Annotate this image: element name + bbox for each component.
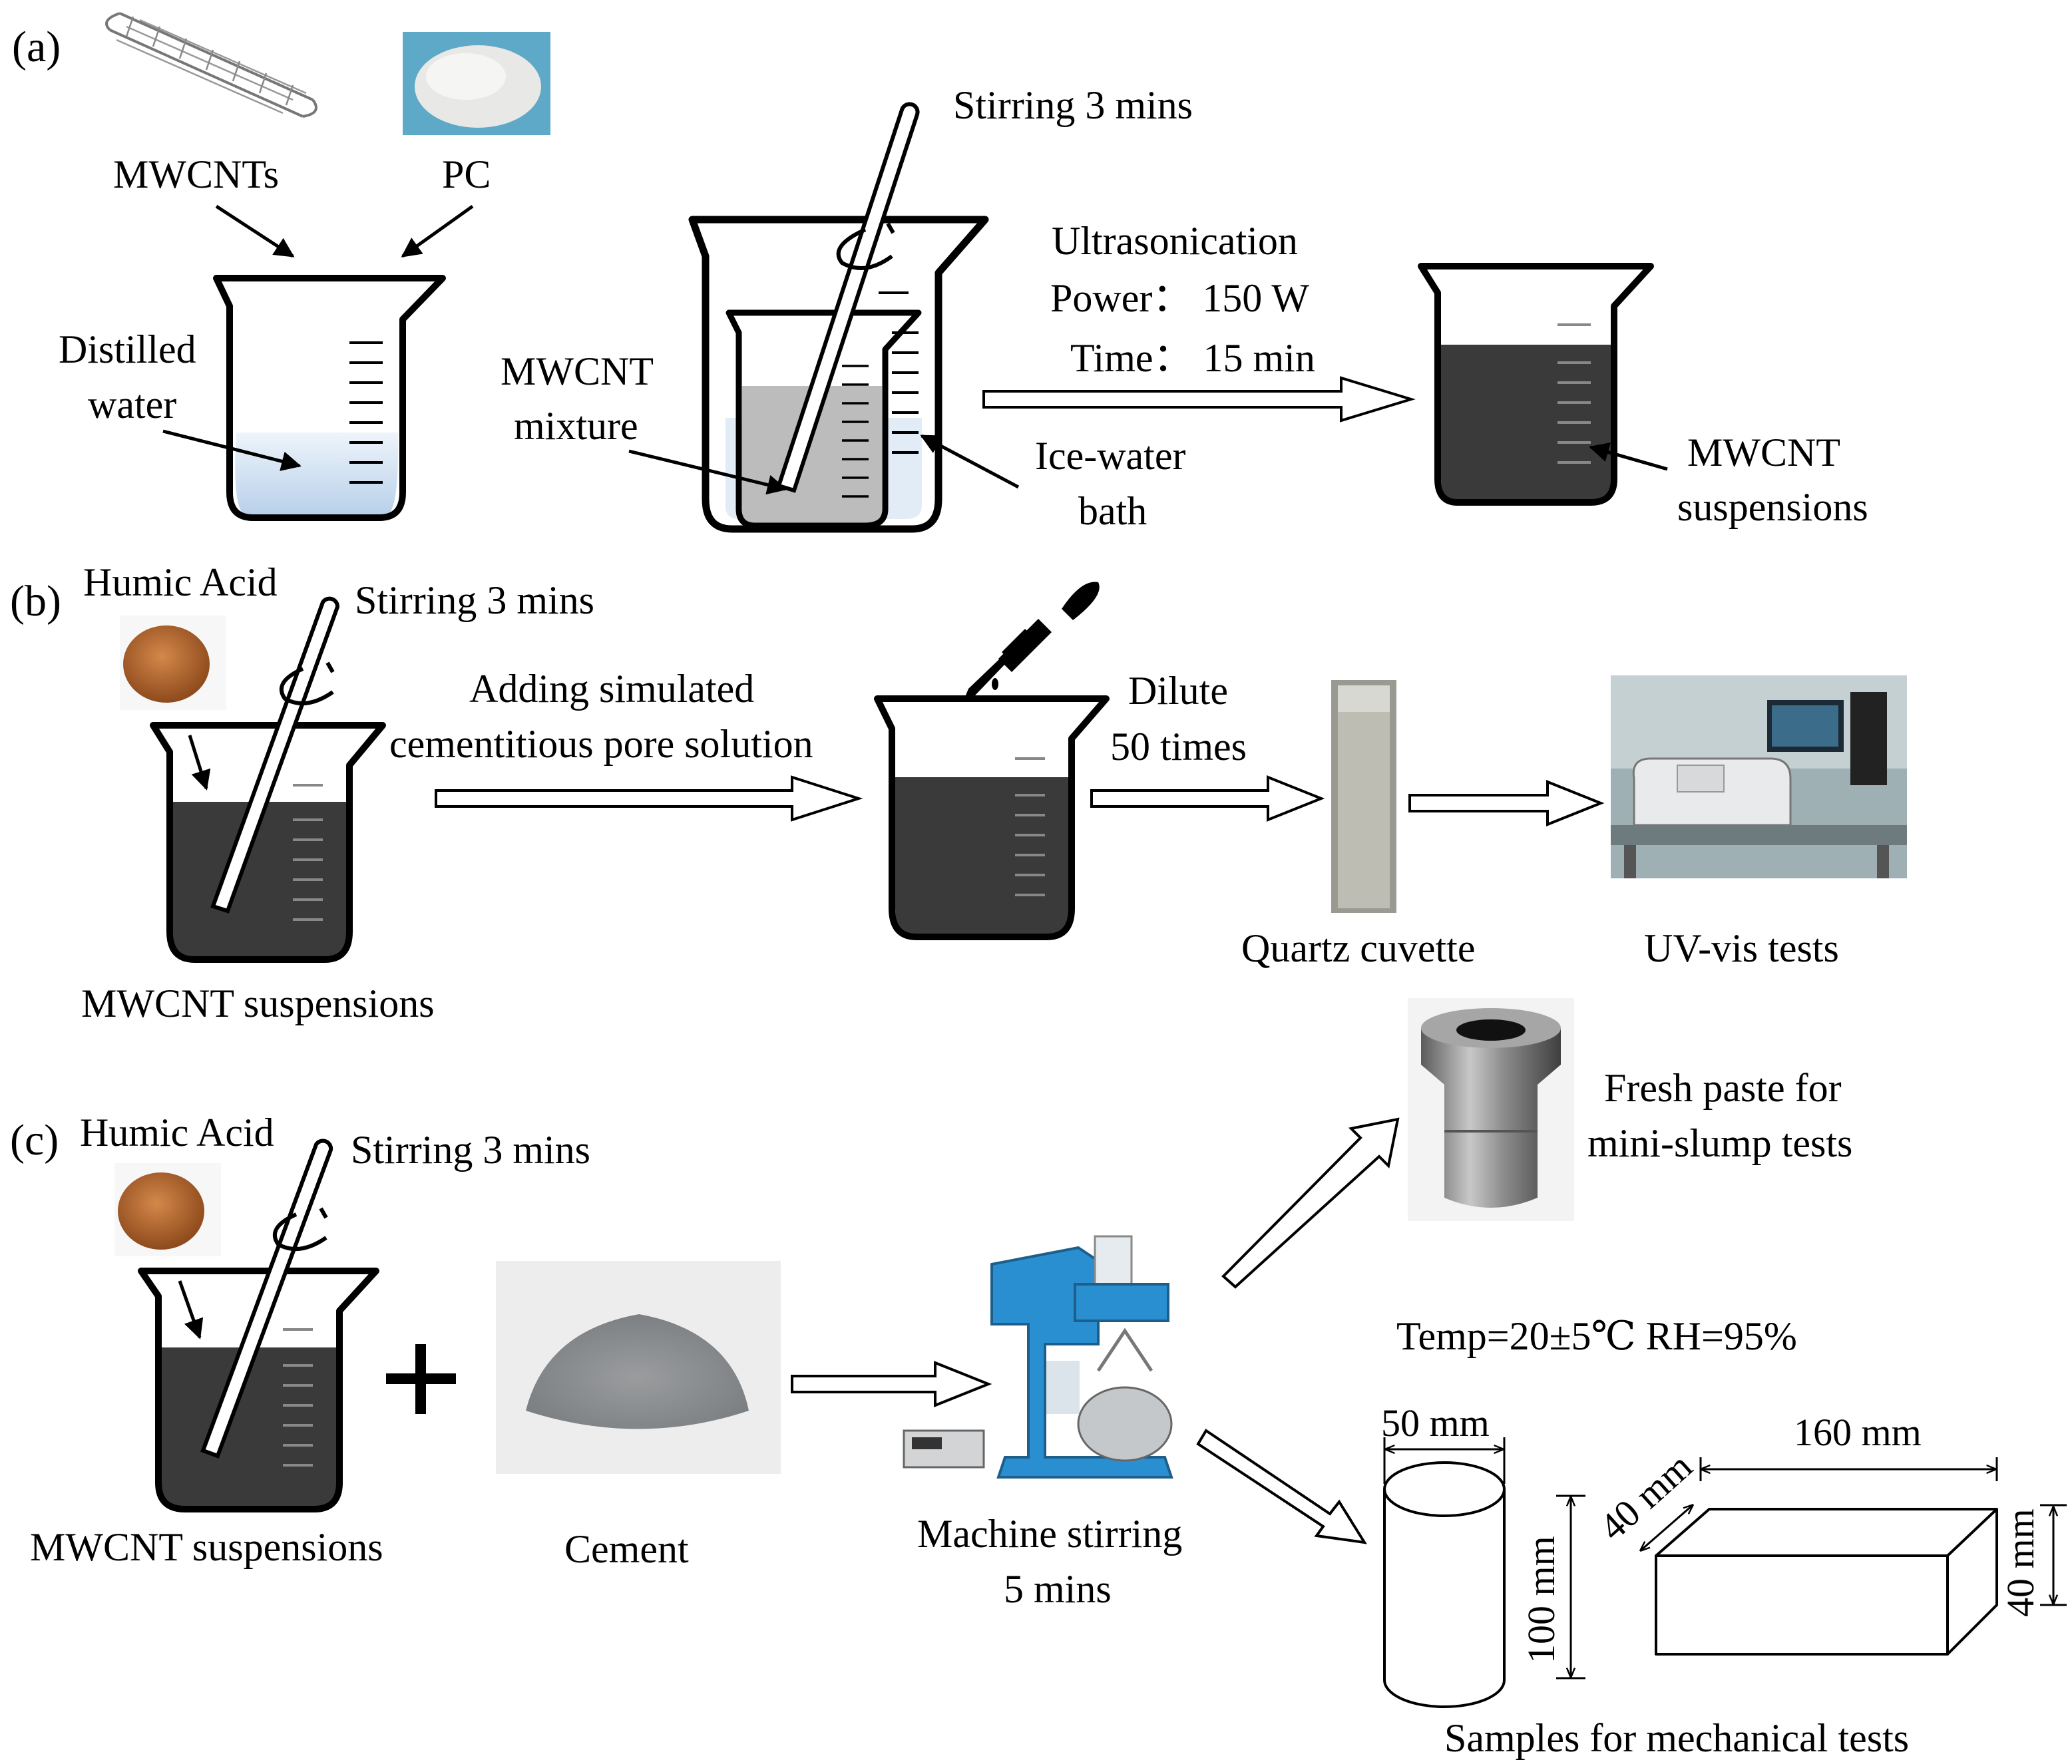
dim-160-label: 160 mm bbox=[1794, 1411, 1922, 1454]
arrow-to-ice-water bbox=[920, 434, 1020, 489]
beaker-mwcnt-suspensions-a bbox=[1418, 263, 1654, 506]
ultrasonication-label: Ultrasonication bbox=[1052, 219, 1298, 263]
process-arrow-to-uvvis bbox=[1408, 780, 1605, 826]
pc-label: PC bbox=[442, 152, 491, 196]
adding-label-1: Adding simulated bbox=[469, 667, 754, 711]
beaker-mwcnt-suspensions-b2 bbox=[874, 695, 1110, 940]
dim-40-depth-label: 40 mm bbox=[1591, 1444, 1700, 1548]
cement-label: Cement bbox=[564, 1527, 689, 1571]
humic-acid-image-b bbox=[120, 616, 226, 710]
mwcnt-suspensions-label-a-2: suspensions bbox=[1677, 485, 1868, 529]
beaker-ice-water-bath bbox=[688, 216, 989, 533]
humic-acid-image-c bbox=[114, 1163, 221, 1256]
process-arrow-dilute bbox=[1090, 775, 1325, 822]
dim-40-height-label: 40 mm bbox=[1999, 1508, 2042, 1617]
arrow-mwcnts-to-beaker bbox=[215, 204, 295, 258]
ice-water-label-2: bath bbox=[1078, 489, 1147, 533]
process-arrow-ultrasonication bbox=[982, 376, 1416, 423]
ice-water-label-1: Ice-water bbox=[1035, 434, 1185, 478]
dim-line-40-depth bbox=[1641, 1505, 1693, 1550]
dilute-label-2: 50 times bbox=[1110, 725, 1247, 769]
mwcnt-nanotube-image bbox=[105, 12, 317, 118]
quartz-cuvette-label: Quartz cuvette bbox=[1241, 926, 1475, 970]
uv-vis-label: UV-vis tests bbox=[1644, 926, 1839, 970]
stirring-rod-a bbox=[776, 102, 920, 493]
panel-label-c: (c) bbox=[10, 1116, 59, 1164]
mixer-machine-image bbox=[903, 1235, 1173, 1479]
fresh-paste-label-2: mini-slump tests bbox=[1587, 1121, 1852, 1165]
dropper-icon bbox=[964, 582, 1100, 701]
stirring-rod-c bbox=[200, 1139, 333, 1459]
quartz-cuvette-image bbox=[1331, 680, 1396, 913]
curing-conditions-label: Temp=20±5℃ RH=95% bbox=[1396, 1314, 1797, 1358]
mwcnts-label: MWCNTs bbox=[113, 152, 279, 196]
arrow-to-mwcnt-mixture bbox=[628, 449, 787, 495]
panel-label-a: (a) bbox=[12, 23, 61, 71]
time-label: Time： 15 min bbox=[1070, 336, 1315, 380]
samples-label: Samples for mechanical tests bbox=[1444, 1716, 1909, 1760]
mwcnt-mixture-label-1: MWCNT bbox=[501, 349, 654, 393]
mwcnt-mixture-label-2: mixture bbox=[514, 404, 638, 448]
process-arrow-to-samples bbox=[1196, 1429, 1367, 1544]
dim-50-label: 50 mm bbox=[1381, 1401, 1490, 1445]
mwcnt-suspensions-label-b: MWCNT suspensions bbox=[81, 981, 435, 1025]
stirring-label-b: Stirring 3 mins bbox=[355, 578, 594, 622]
uv-vis-instrument-image bbox=[1611, 675, 1907, 878]
adding-label-2: cementitious pore solution bbox=[389, 722, 813, 766]
process-arrow-to-slump bbox=[1221, 1117, 1400, 1289]
arrow-to-distilled-water bbox=[162, 429, 302, 471]
dim-100-label: 100 mm bbox=[1520, 1536, 1563, 1664]
cement-powder-image bbox=[496, 1261, 781, 1474]
power-label: Power： 150 W bbox=[1050, 276, 1309, 320]
beaker-mwcnt-suspensions-b bbox=[150, 722, 386, 963]
distilled-water-label-2: water bbox=[88, 383, 176, 427]
prism-sample bbox=[1655, 1508, 1998, 1656]
stirring-label-a: Stirring 3 mins bbox=[953, 83, 1193, 127]
cylinder-sample bbox=[1383, 1461, 1506, 1708]
distilled-water-label-1: Distilled bbox=[59, 327, 196, 371]
panel-label-b: (b) bbox=[10, 577, 61, 625]
humic-acid-label-c: Humic Acid bbox=[80, 1111, 274, 1154]
arrow-to-suspensions-a bbox=[1589, 442, 1668, 471]
beaker-distilled-water bbox=[213, 275, 446, 521]
arrow-pc-to-beaker bbox=[401, 204, 474, 258]
machine-stirring-label-2: 5 mins bbox=[1004, 1567, 1112, 1611]
mwcnt-suspensions-label-c: MWCNT suspensions bbox=[30, 1525, 383, 1569]
mini-slump-cone-image bbox=[1408, 998, 1574, 1221]
pc-powder-image bbox=[403, 32, 550, 135]
beaker-mwcnt-suspensions-c bbox=[138, 1268, 379, 1512]
fresh-paste-label-1: Fresh paste for bbox=[1604, 1066, 1842, 1110]
stirring-label-c: Stirring 3 mins bbox=[351, 1128, 590, 1172]
dilute-label-1: Dilute bbox=[1128, 669, 1228, 713]
plus-icon bbox=[386, 1344, 456, 1414]
process-arrow-to-mixer bbox=[791, 1361, 992, 1407]
stirring-rod-b bbox=[210, 596, 339, 914]
humic-acid-label-b: Humic Acid bbox=[83, 560, 278, 604]
machine-stirring-label-1: Machine stirring bbox=[917, 1512, 1182, 1556]
process-arrow-adding bbox=[435, 775, 863, 822]
mwcnt-suspensions-label-a-1: MWCNT bbox=[1687, 431, 1840, 474]
